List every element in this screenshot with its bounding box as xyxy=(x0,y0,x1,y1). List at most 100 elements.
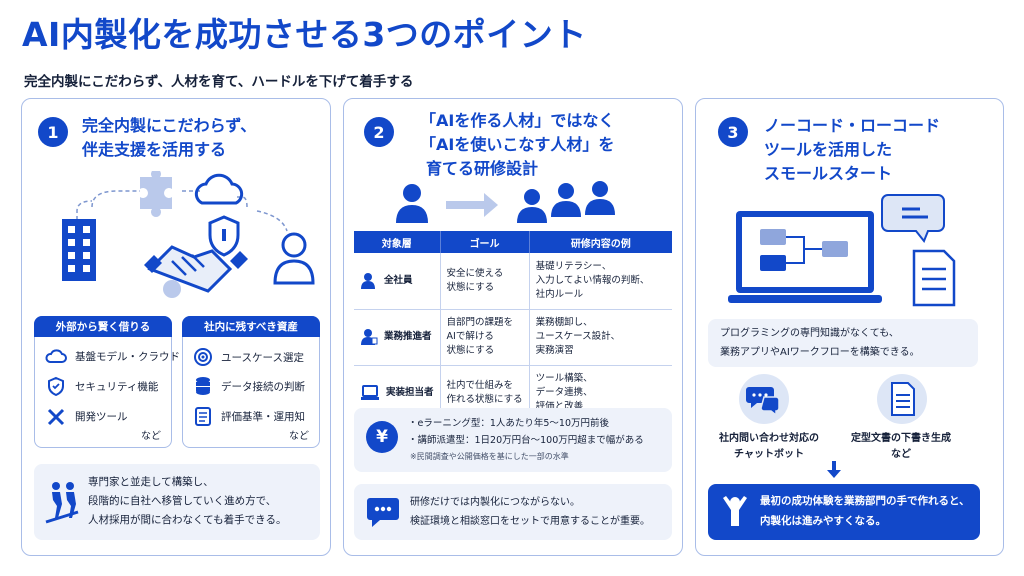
person-badge-icon xyxy=(361,329,378,345)
table-cell: 業務推進者 xyxy=(384,331,432,342)
point3-title-line2: ツールを活用した xyxy=(764,140,893,159)
point3-info-panel: プログラミングの専門知識がなくても、 業務アプリやAIワークフローを構築できる。 xyxy=(708,319,978,367)
list-item: セキュリティ機能 xyxy=(45,376,158,396)
point1-summary-line1: 専門家と並走して構築し、 xyxy=(88,476,214,488)
table-cell: ツール構築、 xyxy=(535,373,593,385)
checklist-icon xyxy=(195,407,211,426)
example1-line1: 社内問い合わせ対応の xyxy=(719,433,819,444)
shield-icon xyxy=(208,215,240,257)
point1-title-line2: 伴走支援を活用する xyxy=(82,140,227,159)
partnership-illustration xyxy=(62,171,315,298)
target-icon xyxy=(194,348,212,366)
point1-summary-line2: 段階的に自社へ移管していく進め方で、 xyxy=(88,495,277,507)
list-item: 評価基準・運用知 xyxy=(193,406,305,426)
person-outline-icon xyxy=(273,232,315,285)
example1-caption: 社内問い合わせ対応の チャットボット xyxy=(704,431,834,463)
list-item: データ接続の判断 xyxy=(193,376,305,396)
point3-number: 3 xyxy=(718,117,748,147)
internal-etc: など xyxy=(289,431,309,442)
table-header: 研修内容の例 xyxy=(529,231,672,253)
point3-result-line2: 内製化は進みやすくなる。 xyxy=(760,515,886,527)
document-draft-icon xyxy=(877,374,927,424)
point1-title-line1: 完全内製にこだわらず、 xyxy=(82,116,257,135)
puzzle-icon xyxy=(140,171,172,217)
arrow-down-icon xyxy=(827,461,841,478)
internal-item-label: データ接続の判断 xyxy=(221,380,305,393)
table-cell: 実装担当者 xyxy=(386,387,434,399)
point3-title-line3: スモールスタート xyxy=(764,164,893,183)
point2-message-panel: 研修だけでは内製化につながらない。 検証環境と相談窓口をセットで用意することが重… xyxy=(354,484,672,540)
speech-bubble-icon xyxy=(367,498,399,527)
point2-title-line3: 育てる研修設計 xyxy=(426,159,539,178)
workflow-icon xyxy=(760,229,848,271)
table-cell: 全社員 xyxy=(384,274,413,286)
list-item: ユースケース選定 xyxy=(193,347,304,367)
page-title: AI内製化を成功させる3つのポイント xyxy=(22,15,587,54)
laptop-icon xyxy=(361,385,379,401)
cloud-icon xyxy=(45,349,67,363)
external-item-label: セキュリティ機能 xyxy=(75,380,159,393)
page-subtitle: 完全内製にこだわらず、人材を育て、ハードルを下げて着手する xyxy=(24,74,414,90)
point3-info-line1: プログラミングの専門知識がなくても、 xyxy=(720,328,899,339)
table-cell: 作れる状態にする xyxy=(446,394,523,406)
table-cell: データ連携、 xyxy=(535,387,593,399)
external-resources-box: 外部から賢く借りる 基盤モデル・クラウド セキュリティ機能 開発ツール など xyxy=(34,316,180,448)
shield-icon xyxy=(48,376,64,396)
point2-title-line2: 「AIを使いこなす人材」を xyxy=(420,135,615,154)
training-growth-illustration xyxy=(396,181,615,223)
table-row: 全社員 安全に使える状態にする 基礎リテラシー、入力してよい情報の判断、社内ルー… xyxy=(354,253,672,310)
external-etc: など xyxy=(141,431,161,442)
yen-icon: ¥ xyxy=(366,421,398,453)
person-icon xyxy=(361,272,375,289)
climbing-people-icon xyxy=(45,482,79,524)
table-header: 対象層 xyxy=(354,231,441,253)
point1-number: 1 xyxy=(38,117,68,147)
person-icon xyxy=(396,184,428,223)
tools-icon xyxy=(47,408,65,426)
group-icon xyxy=(517,181,615,223)
example2-caption: 定型文書の下書き生成 など xyxy=(836,431,966,463)
training-table: 対象層 ゴール 研修内容の例 全社員 安全に使える状態にする 基礎リテラシー、入… xyxy=(354,231,672,421)
table-cell: 状態にする xyxy=(446,281,495,293)
point3-result-panel: 最初の成功体験を業務部門の手で作れると、 内製化は進みやすくなる。 xyxy=(708,484,980,540)
nocode-illustration xyxy=(728,194,956,307)
table-cell: 社内ルール xyxy=(535,288,584,300)
example1-line2: チャットボット xyxy=(734,449,804,460)
table-cell: 安全に使える xyxy=(446,267,504,279)
list-item: 開発ツール xyxy=(45,406,128,426)
building-icon xyxy=(62,219,96,281)
cost-line2: ・講師派遣型：1日20万円台〜100万円超まで幅がある xyxy=(408,435,644,446)
chatbot-icon xyxy=(739,374,789,424)
table-cell: 業務棚卸し、 xyxy=(535,317,593,328)
chat-bubble-icon xyxy=(881,194,945,243)
point2-number: 2 xyxy=(364,117,394,147)
external-item-label: 基盤モデル・クラウド xyxy=(75,350,180,363)
point3-info-line2: 業務アプリやAIワークフローを構築できる。 xyxy=(720,347,920,358)
internal-assets-header: 社内に残すべき資産 xyxy=(182,316,320,337)
internal-item-label: 評価基準・運用知 xyxy=(221,410,305,423)
point3-title-line1: ノーコード・ローコード xyxy=(764,116,941,135)
table-cell: 自部門の課題を xyxy=(446,317,514,328)
internal-item-label: ユースケース選定 xyxy=(221,351,304,364)
external-resources-header: 外部から賢く借りる xyxy=(34,316,172,337)
table-cell: AIで解ける xyxy=(446,331,494,342)
point1-summary-panel: 専門家と並走して構築し、 段階的に自社へ移管していく進め方で、 人材採用が間に合… xyxy=(34,464,320,540)
point2-title-line1: 「AIを作る人材」ではなく xyxy=(420,111,615,130)
point2-card: 2 「AIを作る人材」ではなく 「AIを使いこなす人材」を 育てる研修設計 対象… xyxy=(343,98,683,556)
internal-assets-box: 社内に残すべき資産 ユースケース選定 データ接続の判断 評価基準・運用知 など xyxy=(182,316,320,448)
example2-line1: 定型文書の下書き生成 xyxy=(851,433,951,444)
arrow-right-icon xyxy=(446,193,498,217)
external-item-label: 開発ツール xyxy=(75,410,128,423)
cloud-icon xyxy=(194,173,244,205)
table-header: ゴール xyxy=(440,231,530,253)
table-cell: 入力してよい情報の判断、 xyxy=(535,274,650,286)
document-icon xyxy=(912,249,956,307)
table-cell: 社内で仕組みを xyxy=(446,380,514,392)
example2-line2: など xyxy=(891,449,911,460)
point2-message-line2: 検証環境と相談窓口をセットで用意することが重要。 xyxy=(410,516,650,527)
database-icon xyxy=(196,377,210,395)
cost-panel: ¥ ・eラーニング型：1人あたり年5〜10万円前後 ・講師派遣型：1日20万円台… xyxy=(354,408,672,472)
table-cell: 実務演習 xyxy=(535,345,574,356)
person-celebrate-icon xyxy=(723,496,747,526)
list-item: 基盤モデル・クラウド xyxy=(45,347,180,365)
